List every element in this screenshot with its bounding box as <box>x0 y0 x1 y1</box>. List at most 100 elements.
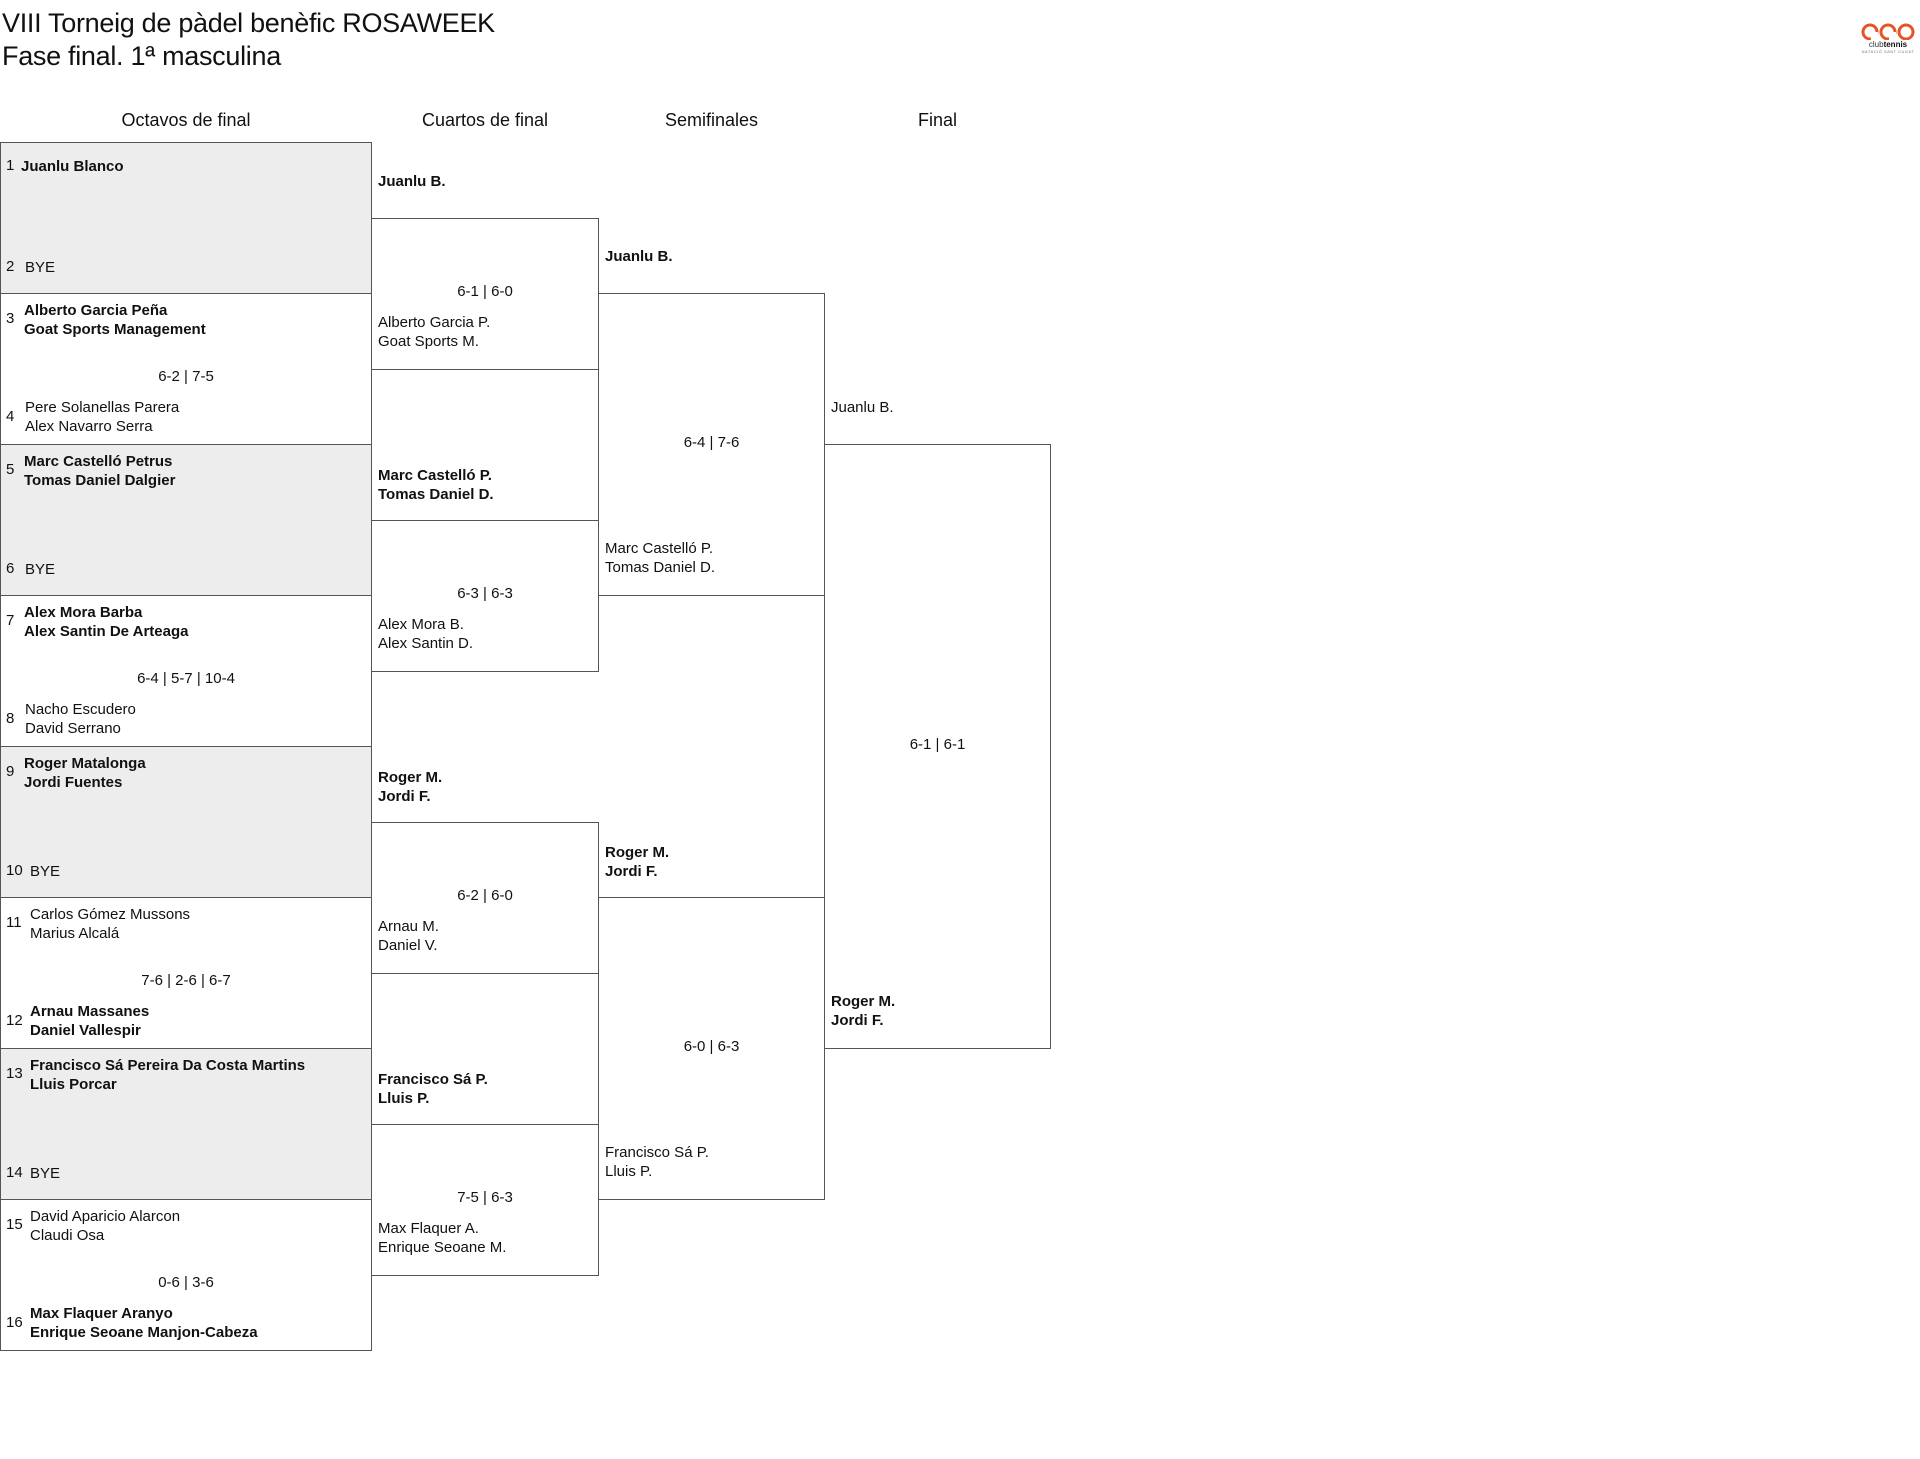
player-name: Jordi Fuentes <box>24 774 123 791</box>
match-score: 6-2 | 7-5 <box>158 368 214 385</box>
player-name: Roger M. <box>378 768 443 786</box>
player-name: Juanlu B. <box>831 399 894 416</box>
match-box <box>0 142 372 294</box>
player-name: Arnau M. <box>378 917 439 935</box>
player-name: Max Flaquer A. <box>378 1219 479 1237</box>
player-name: Jordi F. <box>605 863 658 880</box>
seed-number: 10 <box>6 862 23 879</box>
page-title: VIII Torneig de pàdel benèfic ROSAWEEK <box>2 8 495 38</box>
seed-number: 11 <box>6 914 22 931</box>
player-name: Francisco Sá P. <box>605 1144 709 1161</box>
match-box <box>371 821 599 974</box>
round-header: Semifinales <box>664 110 759 130</box>
player-name: Goat Sports Management <box>24 321 206 338</box>
player-name: Marc Castelló P. <box>605 540 714 557</box>
player-name: Roger Matalonga <box>24 755 146 772</box>
seed-number: 6 <box>6 560 15 577</box>
player-name: Daniel V. <box>378 936 438 954</box>
match-score: 6-1 | 6-1 <box>909 736 966 753</box>
player-name: Goat Sports M. <box>378 332 479 350</box>
seed-number: 3 <box>6 310 15 327</box>
player-name: Arnau Massanes <box>30 1003 150 1020</box>
match-box <box>0 293 372 445</box>
match-box <box>824 444 1051 1049</box>
player-name: Pere Solanellas Parera <box>25 399 180 416</box>
club-logo: clubtennis NATACIÓ SANT CUGAT <box>1858 22 1918 62</box>
match-box <box>598 897 825 1200</box>
player-name: Jordi F. <box>831 1012 884 1029</box>
match-score: 7-5 | 6-3 <box>457 1189 513 1206</box>
player-name: BYE <box>30 863 61 880</box>
round-header: Final <box>917 110 957 130</box>
player-name: David Serrano <box>25 720 121 737</box>
match-score: 6-2 | 6-0 <box>457 887 513 904</box>
match-box <box>371 1123 599 1276</box>
player-name: Marius Alcalá <box>30 925 120 942</box>
match-box <box>0 897 372 1049</box>
player-name: Roger M. <box>605 844 670 861</box>
player-name: Alex Navarro Serra <box>25 418 153 435</box>
seed-number: 1 <box>6 157 15 174</box>
seed-number: 2 <box>6 258 15 275</box>
seed-number: 7 <box>6 612 15 629</box>
player-name: Tomas Daniel D. <box>605 559 716 576</box>
match-box <box>0 1048 372 1200</box>
match-score: 6-4 | 7-6 <box>683 434 740 451</box>
player-name: Claudi Osa <box>30 1227 105 1244</box>
player-name: Marc Castelló P. <box>378 466 492 484</box>
seed-number: 8 <box>6 710 15 727</box>
match-score: 6-3 | 6-3 <box>457 585 513 602</box>
player-name: Alex Santin De Arteaga <box>24 623 189 640</box>
club-logo-text: clubtennis <box>1868 40 1908 49</box>
seed-number: 16 <box>6 1314 23 1331</box>
round-header: Cuartos de final <box>421 110 549 130</box>
round-header: Octavos de final <box>121 110 251 130</box>
player-name: Alberto Garcia Peña <box>24 302 168 319</box>
seed-number: 4 <box>6 408 15 425</box>
player-name: Francisco Sá P. <box>378 1070 488 1088</box>
player-name: Alex Mora Barba <box>24 604 143 621</box>
match-box <box>0 444 372 596</box>
player-name: Alex Mora B. <box>378 615 464 633</box>
player-name: Tomas Daniel D. <box>378 485 494 503</box>
match-box <box>0 746 372 898</box>
player-name: Alex Santin D. <box>378 634 474 652</box>
club-logo-subtitle: NATACIÓ SANT CUGAT <box>1861 49 1915 54</box>
player-name: Lluis P. <box>378 1089 430 1107</box>
player-name: Nacho Escudero <box>25 701 136 718</box>
player-name: BYE <box>30 1165 61 1182</box>
player-name: David Aparicio Alarcon <box>30 1208 181 1225</box>
match-box <box>598 293 825 596</box>
match-score: 6-4 | 5-7 | 10-4 <box>137 670 235 687</box>
player-name: Carlos Gómez Mussons <box>30 906 191 923</box>
match-score: 6-0 | 6-3 <box>683 1038 740 1055</box>
seed-number: 13 <box>6 1065 23 1082</box>
player-name: Tomas Daniel Dalgier <box>24 472 176 489</box>
player-name: Lluis P. <box>605 1163 653 1180</box>
club-logo-icon <box>1861 23 1915 40</box>
player-name: Alberto Garcia P. <box>378 313 491 331</box>
seed-number: 9 <box>6 763 15 780</box>
player-name: Marc Castelló Petrus <box>24 453 173 470</box>
player-name: Enrique Seoane Manjon-Cabeza <box>30 1324 258 1341</box>
player-name: BYE <box>25 259 56 276</box>
match-score: 0-6 | 3-6 <box>158 1274 214 1291</box>
player-name: BYE <box>25 561 56 578</box>
seed-number: 15 <box>6 1216 23 1233</box>
seed-number: 5 <box>6 461 15 478</box>
match-box <box>0 1199 372 1351</box>
match-box <box>371 519 599 672</box>
player-name: Juanlu Blanco <box>21 158 124 175</box>
page-subtitle: Fase final. 1ª masculina <box>2 41 281 71</box>
player-name: Enrique Seoane M. <box>378 1238 507 1256</box>
player-name: Francisco Sá Pereira Da Costa Martins <box>30 1057 306 1074</box>
player-name: Juanlu B. <box>378 172 446 190</box>
player-name: Max Flaquer Aranyo <box>30 1305 173 1322</box>
player-name: Juanlu B. <box>605 248 673 265</box>
seed-number: 14 <box>6 1164 23 1181</box>
match-score: 6-1 | 6-0 <box>457 283 513 300</box>
match-box <box>371 217 599 370</box>
player-name: Roger M. <box>831 993 896 1010</box>
match-score: 7-6 | 2-6 | 6-7 <box>141 972 231 989</box>
player-name: Lluis Porcar <box>30 1076 117 1093</box>
